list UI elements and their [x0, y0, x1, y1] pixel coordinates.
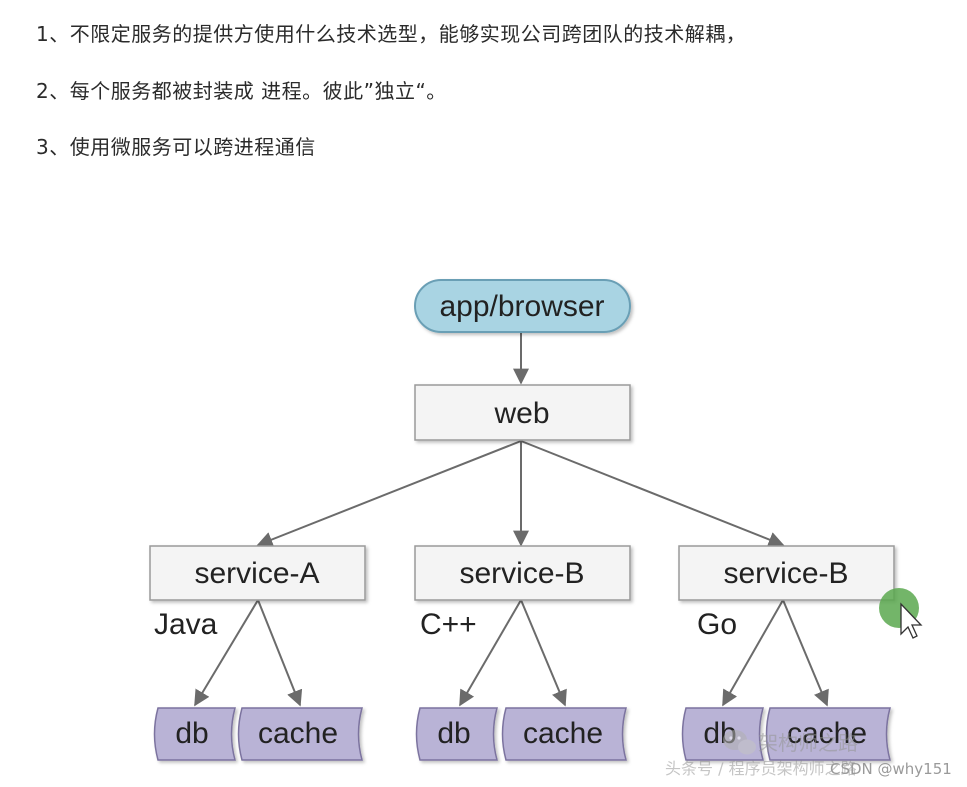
service-b-language: C++ — [420, 608, 477, 641]
service-b-db-label: db — [437, 717, 470, 750]
storage-service-b-cache: cache — [501, 707, 627, 761]
storage-service-a-cache: cache — [237, 707, 363, 761]
arrow-service-a-to-cache — [257, 599, 303, 707]
watermark-title: 架构师之路 — [758, 731, 858, 755]
arrow-service-b-to-db — [459, 599, 522, 707]
service-c-label: service-B — [723, 557, 848, 590]
web-label: web — [493, 397, 549, 430]
point-2: 2、每个服务都被封装成 进程。彼此”独立“。 — [36, 79, 447, 103]
service-c-cache-label: cache — [787, 717, 867, 750]
arrow-service-c-to-db — [722, 599, 784, 707]
storage-service-a-db: db — [153, 707, 236, 761]
footer-credit: CSDN @why151 — [830, 760, 952, 778]
node-service-c: service-B — [678, 545, 895, 601]
service-a-db-label: db — [175, 717, 208, 750]
service-a-cache-label: cache — [258, 717, 338, 750]
arrow-web-to-service-c — [520, 440, 785, 548]
point-1: 1、不限定服务的提供方使用什么技术选型，能够实现公司跨团队的技术解耦， — [36, 22, 747, 46]
watermark-subtitle: 头条号 / 程序员架构师之路 — [665, 759, 857, 778]
wechat-logo-icon — [723, 730, 756, 755]
storage-service-b-db: db — [415, 707, 498, 761]
arrows — [194, 330, 829, 707]
service-b-cache-label: cache — [523, 717, 603, 750]
mouse-pointer-icon — [879, 588, 923, 639]
node-client: app/browser — [414, 279, 631, 333]
node-web: web — [414, 384, 631, 441]
point-3: 3、使用微服务可以跨进程通信 — [36, 135, 316, 159]
service-a-language: Java — [154, 608, 218, 641]
service-c-language: Go — [697, 608, 737, 641]
service-a-label: service-A — [194, 557, 319, 590]
service-b-label: service-B — [459, 557, 584, 590]
client-label: app/browser — [439, 290, 604, 323]
node-service-b: service-B — [414, 545, 631, 601]
arrow-web-to-service-a — [256, 440, 522, 548]
storage-service-c-cache: cache — [765, 707, 891, 761]
node-service-a: service-A — [149, 545, 366, 601]
arrow-service-a-to-db — [194, 599, 259, 707]
arrow-service-b-to-cache — [520, 599, 567, 707]
arrow-service-c-to-cache — [782, 599, 829, 707]
